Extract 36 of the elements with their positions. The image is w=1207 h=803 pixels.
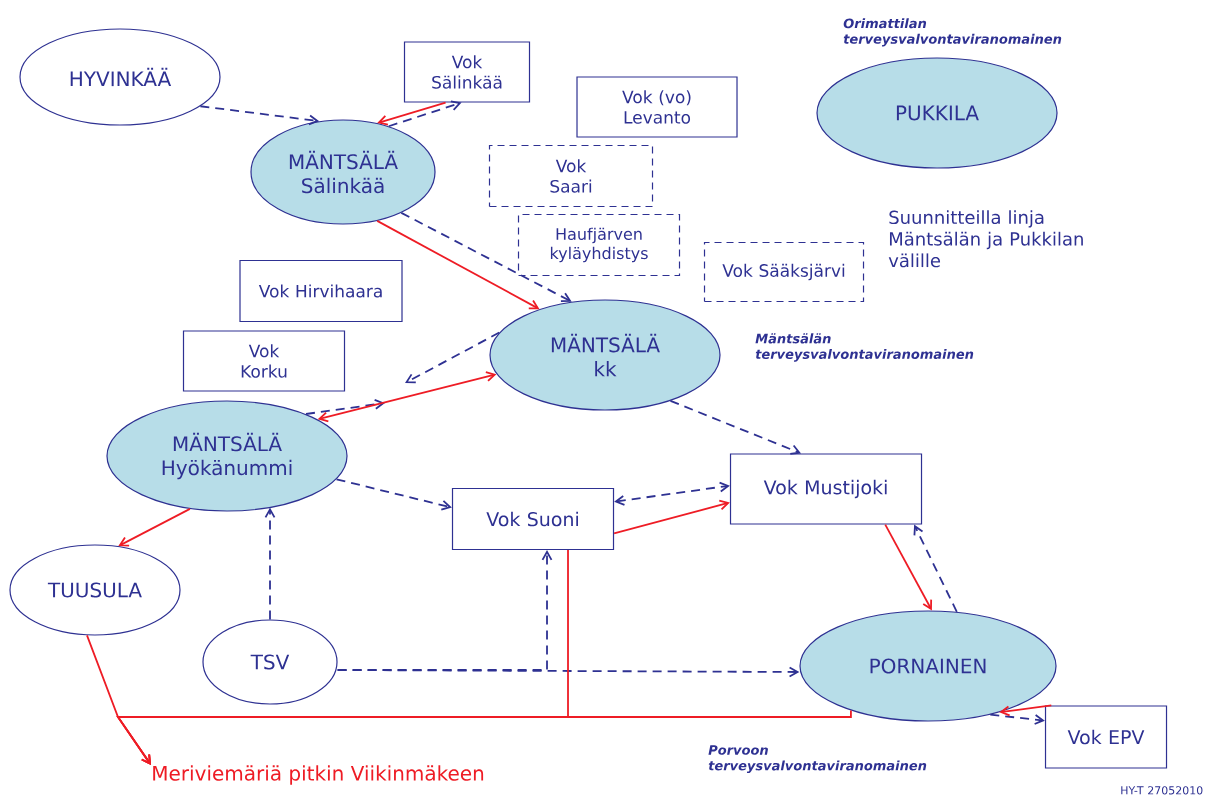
plant-box: Vok Sälinkää	[403, 41, 531, 103]
plant-box: Vok Suoni	[451, 487, 615, 551]
arrow	[116, 549, 569, 766]
arrow	[884, 523, 933, 611]
arrow	[118, 508, 191, 547]
authority-note: Porvoon terveysvalvontaviranomainen	[708, 745, 927, 774]
arrow	[614, 481, 730, 506]
arrow	[199, 105, 320, 126]
arrow	[989, 713, 1045, 725]
authority-note: Mäntsälän terveysvalvontaviranomainen	[755, 333, 974, 362]
arrow	[400, 211, 572, 303]
arrow	[305, 399, 385, 415]
dashed-plant-box: Haufjärven kyläyhdistys	[517, 213, 681, 277]
arrow	[999, 704, 1053, 717]
drawing-code: HY-T 27052010	[1121, 786, 1203, 795]
authority-note: Orimattilan terveysvalvontaviranomainen	[843, 18, 1062, 47]
destination-label: Meriviemäriä pitkin Viikinmäkeen	[153, 765, 484, 785]
arrow	[913, 524, 958, 613]
plant-box: Vok Korku	[182, 330, 346, 392]
arrow	[376, 219, 540, 310]
plant-box: Vok EPV	[1044, 705, 1168, 769]
arrow	[264, 507, 276, 621]
arrow	[669, 399, 802, 455]
arrow	[335, 478, 452, 511]
arrow	[336, 550, 553, 671]
arrow	[387, 100, 462, 128]
plant-box: Vok Hirvihaara	[239, 259, 403, 323]
plant-box: Vok (vo) Levanto	[576, 76, 738, 138]
plant-box: Vok Mustijoki	[729, 453, 923, 525]
arrow	[613, 499, 730, 535]
dashed-plant-box: Vok Saari	[488, 144, 654, 208]
arrow	[405, 331, 501, 384]
arrow	[377, 101, 447, 126]
dashed-plant-box: Vok Sääksjärvi	[703, 241, 865, 303]
arrow	[317, 371, 497, 423]
planned-line-note: Suunnitteilla linja Mäntsälän ja Pukkilan välille	[888, 210, 1083, 268]
